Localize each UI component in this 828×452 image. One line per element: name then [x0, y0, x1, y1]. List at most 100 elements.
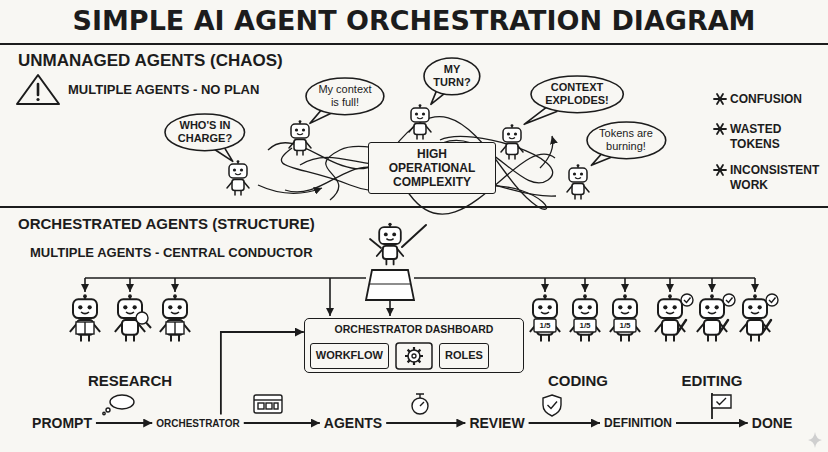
research-props	[76, 312, 184, 334]
flow-text: AGENTS	[324, 415, 382, 432]
control-arrow	[711, 278, 713, 292]
flow-text: PROMPT	[32, 415, 92, 432]
group-label: RESEARCH	[88, 372, 172, 390]
speech-bubble: CONTEXT EXPLODES!	[530, 75, 624, 114]
conductor-arm	[370, 239, 381, 248]
robot-icon	[409, 104, 431, 139]
bubble-text: WHO'S IN CHARGE?	[174, 119, 236, 145]
flag-icon	[712, 395, 731, 408]
section-divider	[0, 206, 828, 208]
control-arrow	[174, 278, 176, 292]
shield-icon	[543, 395, 561, 416]
coding-robot	[610, 294, 639, 340]
gear-frame	[396, 343, 432, 369]
progress-badge: 1/5	[539, 321, 550, 331]
problem-item: WASTED TOKENS	[730, 122, 826, 152]
research-robot	[160, 294, 189, 340]
conductor-robot	[377, 223, 403, 265]
panel-text: ORCHESTRATOR DASHBOARD	[305, 323, 523, 336]
progress-badge: 1/5	[579, 321, 590, 331]
flow-step: REVIEW	[465, 413, 528, 434]
stopwatch-hands	[416, 394, 424, 406]
thought-dot	[106, 408, 110, 412]
pencil-icon	[678, 320, 771, 332]
dashboard-tab: ROLES	[439, 343, 489, 369]
dashboard-tab: WORKFLOW	[310, 343, 389, 369]
conductor-baton	[402, 225, 426, 247]
research-robot	[70, 294, 99, 340]
robot-icon	[289, 120, 311, 155]
gear-teeth	[405, 347, 423, 365]
problem-item: INCONSISTENT WORK	[730, 163, 826, 193]
flow-step: ORCHESTRATOR	[152, 415, 244, 432]
progress-board	[534, 319, 556, 332]
flow-step: DEFINITION	[600, 414, 676, 433]
warning-triangle	[17, 75, 59, 104]
flow-arrow	[221, 332, 304, 415]
bullet-asterisk	[714, 124, 726, 134]
flow-arrow	[676, 422, 748, 424]
speech-bubble-shape	[424, 58, 480, 95]
check-badge	[766, 294, 778, 306]
check-badge	[681, 294, 693, 306]
gear-wheel	[408, 350, 420, 362]
control-arrow	[624, 278, 626, 292]
bullet-asterisk	[714, 165, 726, 175]
warning-mark	[37, 84, 40, 95]
flow-text: REVIEW	[469, 415, 524, 432]
problem-item: CONFUSION	[730, 92, 826, 107]
speech-bubble: My context is full!	[305, 77, 385, 116]
bullet-asterisk	[714, 94, 726, 104]
speech-bubble: MY TURN?	[423, 57, 481, 96]
podium	[366, 270, 414, 300]
window-tile	[258, 403, 264, 409]
flow-text: ORCHESTRATOR	[156, 417, 240, 430]
flow-icons	[103, 393, 731, 419]
chaos-arrow	[540, 136, 553, 168]
robot-icon	[227, 160, 249, 195]
check-mark	[726, 298, 733, 303]
chaos-arrow	[258, 185, 322, 193]
speech-bubble-shape	[306, 78, 384, 115]
speech-bubble: WHO'S IN CHARGE?	[164, 113, 246, 152]
warning-icon	[17, 75, 59, 104]
book-spine	[174, 322, 175, 334]
tangled-lines	[258, 117, 556, 215]
gear-box	[396, 343, 432, 369]
gear-hub	[412, 354, 416, 358]
window-icon	[254, 395, 282, 413]
control-arrow	[754, 278, 756, 292]
coding-boards	[534, 319, 636, 332]
section-heading: ORCHESTRATED AGENTS (STRUCTURE)	[18, 214, 315, 233]
coding-robot	[570, 294, 599, 340]
control-arrow	[84, 278, 86, 292]
control-arrow	[329, 278, 331, 316]
flag-check	[717, 398, 727, 405]
speech-bubble-shape	[165, 114, 245, 151]
warning-dot	[36, 98, 39, 101]
book-icon	[76, 322, 94, 334]
check-badge	[723, 294, 735, 306]
magnifier-handle	[146, 323, 151, 329]
book-spine	[84, 322, 85, 334]
bubble-text: My context is full!	[316, 83, 374, 109]
flow-step: DONE	[748, 413, 796, 434]
group-label: EDITING	[682, 372, 743, 390]
robot-icon	[567, 164, 589, 199]
title-rule	[0, 43, 828, 45]
editing-robot	[655, 294, 684, 340]
control-arrow	[669, 278, 671, 292]
progress-board	[614, 319, 636, 332]
flow-text: DEFINITION	[604, 416, 672, 431]
tangle	[268, 117, 547, 210]
progress-badge: 1/5	[619, 321, 630, 331]
window-bar	[254, 399, 282, 400]
inner-text: ROLES	[445, 344, 483, 367]
sparkle-mark	[808, 432, 822, 448]
editing-robot	[697, 294, 726, 340]
group-label: CODING	[548, 372, 608, 390]
speech-bubble-shape	[531, 76, 623, 113]
inner-text: WORKFLOW	[316, 344, 383, 367]
flow-step: AGENTS	[320, 413, 386, 434]
speech-bubble-shape	[587, 122, 666, 159]
